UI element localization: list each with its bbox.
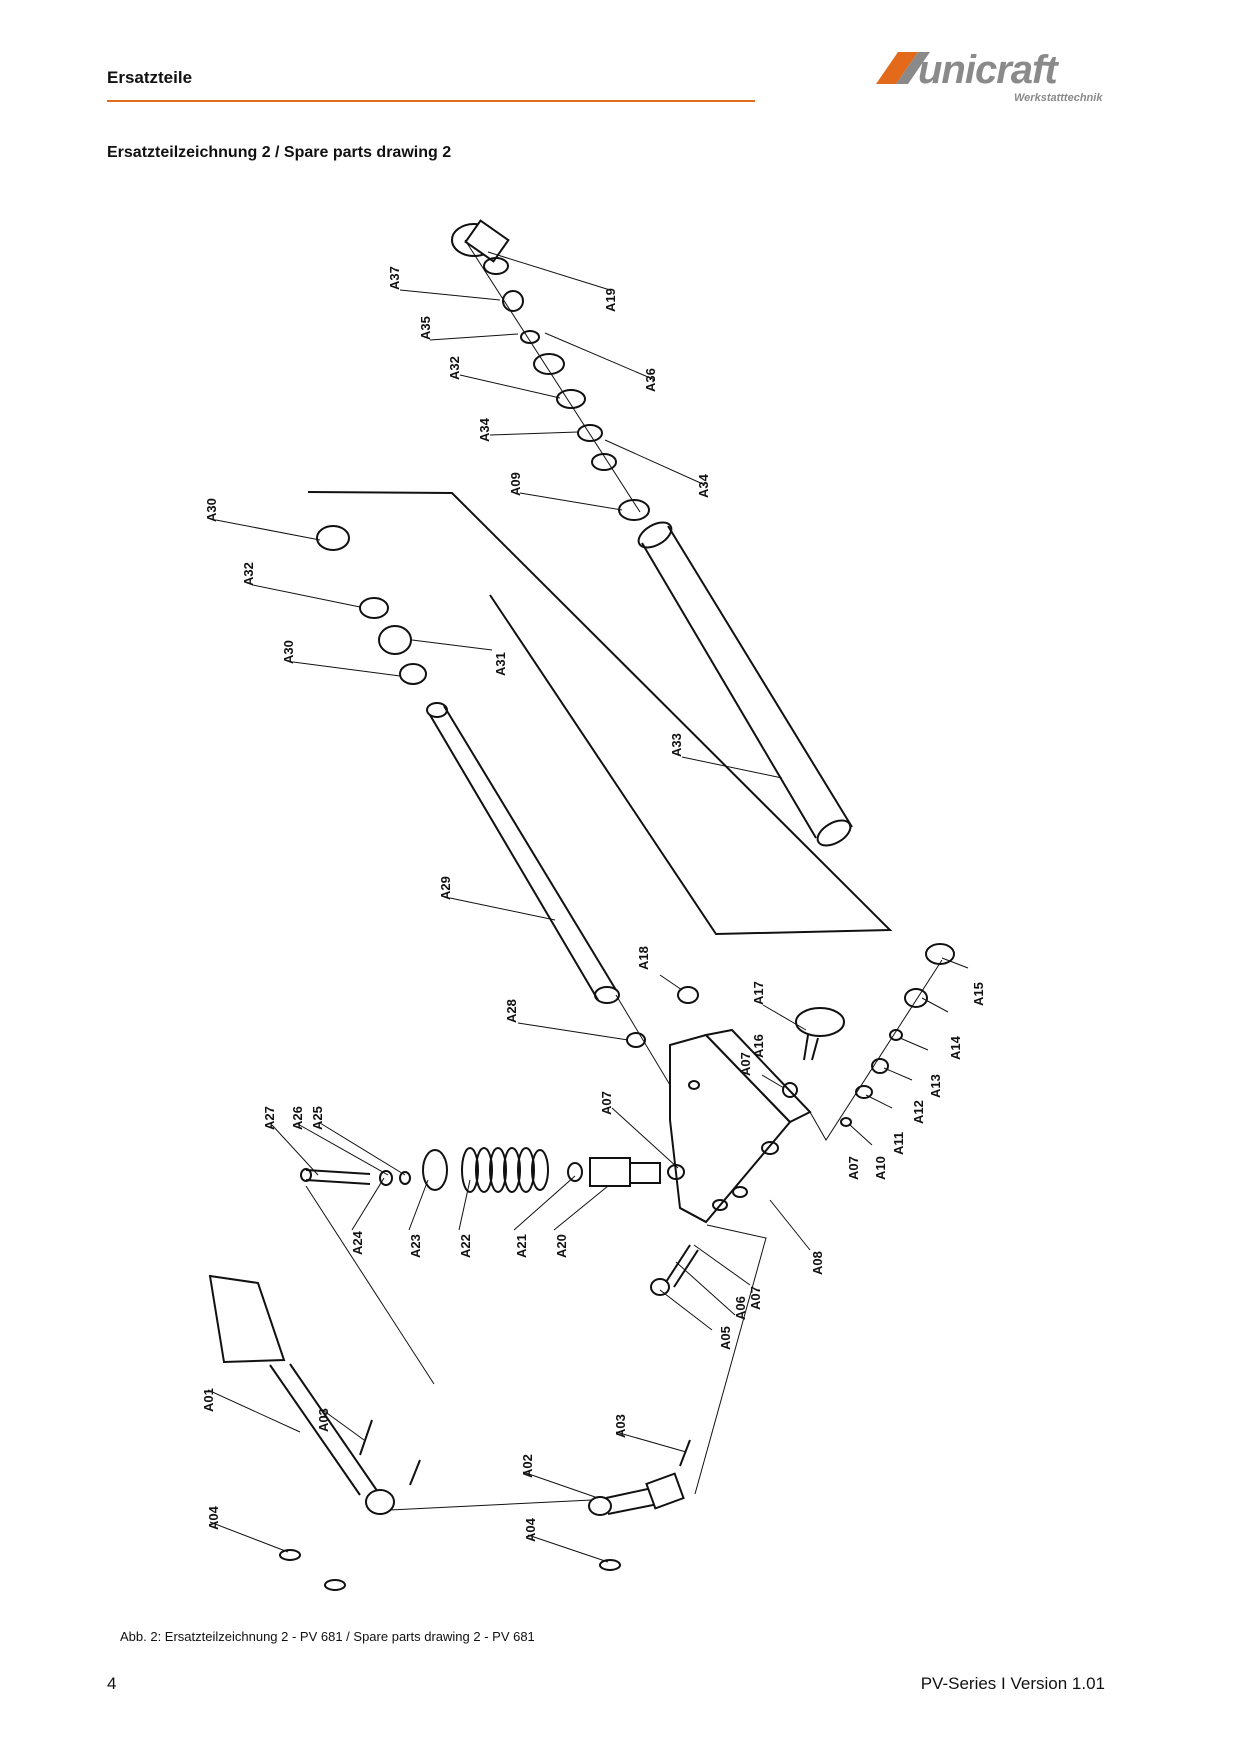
version-info: PV-Series I Version 1.01 — [920, 1674, 1105, 1693]
label-a32: A32 — [447, 356, 462, 380]
drawing-title: Ersatzteilzeichnung 2 / Spare parts draw… — [107, 144, 452, 161]
part-tube-a33 — [637, 521, 853, 847]
part-a32-left — [359, 597, 389, 619]
part-knob-a17 — [795, 1007, 845, 1061]
part-a21 — [567, 1162, 583, 1182]
part-a37 — [502, 290, 524, 312]
part-a32 — [556, 389, 586, 409]
logo-subtitle: Werkstatttechnik — [1014, 92, 1103, 104]
label-a36: A36 — [643, 368, 658, 392]
part-cotter-a04 — [279, 1549, 301, 1561]
label-a29: A29 — [438, 876, 453, 900]
label-a05: A05 — [718, 1326, 733, 1350]
header-rule — [107, 100, 755, 102]
label-a37: A37 — [387, 266, 402, 290]
part-cotter-a04b — [324, 1579, 346, 1591]
label-a04-left: A04 — [206, 1505, 221, 1530]
part-spring-a22 — [461, 1147, 549, 1193]
section-title: Ersatzteile — [107, 68, 193, 87]
part-a11 — [855, 1085, 873, 1099]
label-a25: A25 — [310, 1106, 325, 1130]
label-a16: A16 — [751, 1034, 766, 1058]
label-a34b: A34 — [696, 473, 711, 498]
part-pin-a03b — [409, 1459, 421, 1486]
label-a18: A18 — [636, 946, 651, 970]
label-a14: A14 — [948, 1035, 963, 1060]
label-a04-right: A04 — [523, 1517, 538, 1542]
part-pump-body — [669, 1028, 812, 1224]
label-a01: A01 — [201, 1388, 216, 1412]
part-plunger-a20 — [589, 1157, 661, 1187]
label-a09: A09 — [508, 472, 523, 496]
label-a30b: A30 — [281, 640, 296, 664]
label-a07-low: A07 — [748, 1286, 763, 1310]
part-a28 — [626, 1032, 646, 1048]
label-a07-right: A07 — [846, 1156, 861, 1180]
part-ring-a30b — [399, 663, 427, 685]
label-a20: A20 — [554, 1234, 569, 1258]
part-ring-a30 — [316, 525, 350, 551]
part-a34 — [577, 424, 603, 442]
label-a35: A35 — [418, 316, 433, 340]
label-a15: A15 — [971, 982, 986, 1006]
label-a26: A26 — [290, 1106, 305, 1130]
label-a24: A24 — [350, 1230, 365, 1255]
page-number: 4 — [107, 1674, 117, 1693]
part-bolt-a24 — [300, 1168, 371, 1185]
label-a06: A06 — [733, 1296, 748, 1320]
label-a30: A30 — [204, 498, 219, 522]
part-pin-a03c — [679, 1439, 691, 1467]
label-a03-left: A03 — [316, 1408, 331, 1432]
label-a27: A27 — [262, 1106, 277, 1130]
label-a21: A21 — [514, 1234, 529, 1258]
part-pedal-a01 — [208, 1274, 395, 1515]
part-a18 — [677, 986, 699, 1004]
brand-logo: unicraft Werkstatttechnik — [872, 46, 1112, 110]
label-a11: A11 — [891, 1132, 906, 1155]
label-a32-left: A32 — [241, 562, 256, 586]
label-a28: A28 — [504, 999, 519, 1023]
part-ring-a35 — [520, 330, 540, 344]
assembly-frame-line — [307, 491, 893, 936]
label-a07-mid: A07 — [599, 1091, 614, 1115]
label-a02: A02 — [520, 1454, 535, 1478]
label-a33: A33 — [669, 733, 684, 757]
part-a16 — [782, 1082, 798, 1098]
part-a23 — [422, 1149, 448, 1191]
label-a19: A19 — [603, 288, 618, 312]
part-a07-ring — [667, 1164, 685, 1180]
part-link-a02 — [588, 1472, 685, 1516]
part-pin-a03 — [359, 1419, 373, 1456]
label-a22: A22 — [458, 1234, 473, 1258]
label-a07-top: A07 — [738, 1052, 753, 1076]
label-a10: A10 — [873, 1156, 888, 1180]
label-a31: A31 — [493, 652, 508, 676]
part-a14 — [904, 988, 928, 1008]
label-a23: A23 — [408, 1234, 423, 1258]
part-screw-a05 — [650, 1244, 699, 1296]
label-a08: A08 — [810, 1251, 825, 1275]
part-cotter-a04c — [599, 1559, 621, 1571]
logo-mark-icon — [876, 52, 930, 84]
part-a34b — [591, 453, 617, 471]
figure-caption: Abb. 2: Ersatzteilzeichnung 2 - PV 681 /… — [120, 1629, 535, 1644]
label-a34: A34 — [477, 417, 492, 442]
label-a03-right: A03 — [613, 1414, 628, 1438]
label-a17: A17 — [751, 981, 766, 1005]
part-a10 — [840, 1117, 852, 1127]
label-a12: A12 — [911, 1100, 926, 1124]
part-a13 — [889, 1029, 903, 1041]
part-a25 — [379, 1170, 393, 1186]
part-a36 — [533, 353, 565, 375]
label-a13: A13 — [928, 1074, 943, 1098]
part-a26 — [399, 1171, 411, 1185]
logo-text: unicraft — [918, 48, 1058, 92]
part-a31 — [378, 625, 412, 655]
part-rod-a29 — [426, 702, 620, 1004]
part-a12 — [871, 1058, 889, 1074]
